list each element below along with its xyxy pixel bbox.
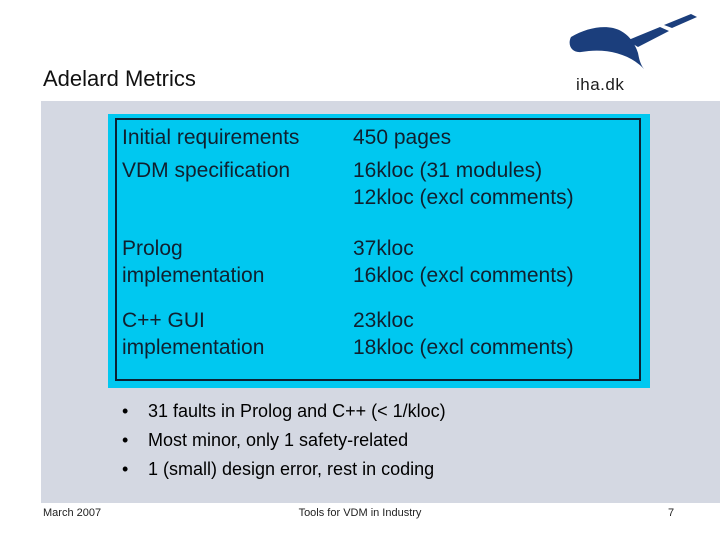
iha-logo-icon: [558, 6, 716, 78]
bullet-icon: •: [122, 430, 129, 450]
content-panel: Initial requirements 450 pages VDM speci…: [41, 101, 720, 503]
metrics-table: Initial requirements 450 pages VDM speci…: [115, 118, 641, 381]
metric-label: C++ GUI implementation: [122, 309, 265, 359]
metric-label: VDM specification: [122, 159, 291, 182]
metric-value: 23kloc 18kloc (excl comments): [353, 309, 574, 359]
logo-caption: iha.dk: [576, 75, 625, 94]
bullet-icon: •: [122, 459, 129, 479]
list-item: • Most minor, only 1 safety-related: [122, 430, 682, 459]
metric-label: Prolog implementation: [122, 237, 265, 287]
table-row: C++ GUI implementation 23kloc 18kloc (ex…: [117, 307, 639, 377]
metric-value: 16kloc (31 modules) 12kloc (excl comment…: [353, 159, 574, 209]
bullet-list: • 31 faults in Prolog and C++ (< 1/kloc)…: [122, 401, 682, 488]
list-item: • 1 (small) design error, rest in coding: [122, 459, 682, 488]
table-row: VDM specification 16kloc (31 modules) 12…: [117, 157, 639, 235]
bullet-icon: •: [122, 401, 129, 421]
page-number: 7: [668, 507, 675, 519]
footer-date: March 2007: [43, 507, 102, 519]
bullet-text: Most minor, only 1 safety-related: [148, 430, 409, 450]
metrics-table-background: Initial requirements 450 pages VDM speci…: [108, 114, 650, 388]
bullet-text: 31 faults in Prolog and C++ (< 1/kloc): [148, 401, 446, 421]
metric-label: Initial requirements: [122, 126, 300, 149]
list-item: • 31 faults in Prolog and C++ (< 1/kloc): [122, 401, 682, 430]
table-row: Initial requirements 450 pages: [117, 120, 639, 157]
metric-value: 37kloc 16kloc (excl comments): [353, 237, 574, 287]
table-row: Prolog implementation 37kloc 16kloc (exc…: [117, 235, 639, 307]
metric-value: 450 pages: [353, 126, 452, 149]
page-title: Adelard Metrics: [43, 66, 196, 91]
footer-title: Tools for VDM in Industry: [298, 507, 422, 519]
bullet-text: 1 (small) design error, rest in coding: [148, 459, 435, 479]
